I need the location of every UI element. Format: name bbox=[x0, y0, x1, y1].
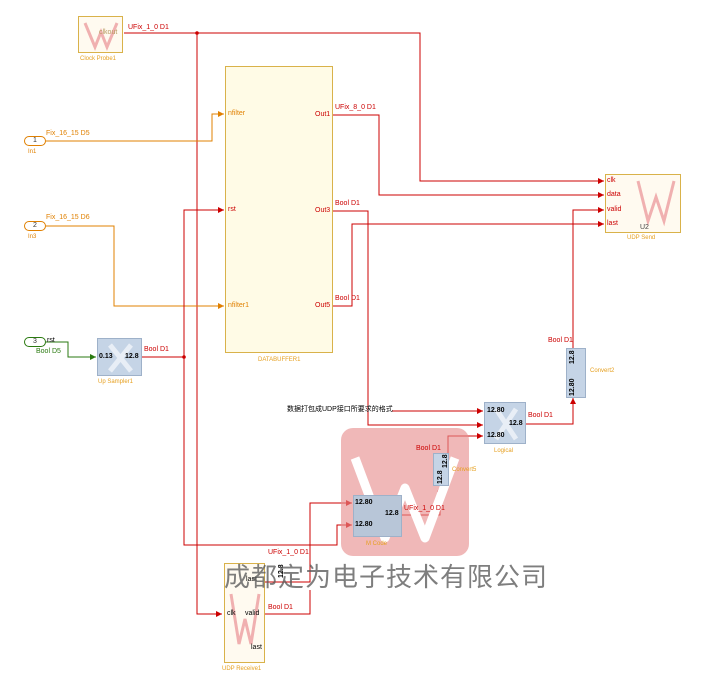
wire-out5-to-last bbox=[333, 221, 604, 307]
udp-send-id: U2 bbox=[640, 224, 649, 231]
logical-signal-label: Bool D1 bbox=[528, 412, 553, 419]
annotation-text: 数据打包成UDP接口所要求的格式 bbox=[287, 406, 393, 413]
udp-send-in-valid: valid bbox=[607, 206, 622, 213]
databuffer-name: DATABUFFER1 bbox=[258, 357, 301, 363]
convert5-in-rate: 12.8 bbox=[437, 470, 444, 484]
inport-1-type: Fix_16_15 D5 bbox=[46, 130, 90, 137]
inport-2-type: Fix_16_15 D6 bbox=[46, 214, 90, 221]
logical-name: Logical bbox=[494, 448, 514, 454]
wire-udprx-to-mcode bbox=[265, 500, 352, 583]
databuffer-in-rst: rst bbox=[228, 206, 236, 213]
databuffer-in-nfilter1: nfilter1 bbox=[228, 302, 250, 309]
inport-3-type: Bool D5 bbox=[36, 348, 61, 355]
convert5-block[interactable] bbox=[433, 453, 449, 486]
logical-out-rate: 12.8 bbox=[509, 420, 523, 427]
out3-signal-label: Bool D1 bbox=[335, 200, 360, 207]
wire-convert2-to-valid bbox=[572, 207, 604, 363]
wire-in1-to-nfilter bbox=[46, 111, 224, 142]
mcode-block[interactable] bbox=[353, 495, 402, 537]
udp-send-in-last: last bbox=[607, 220, 618, 227]
mcode-name: M Code bbox=[366, 541, 388, 547]
inport-2-name: In3 bbox=[28, 234, 37, 240]
udp-receive-name: UDP Receive1 bbox=[222, 666, 262, 672]
clock-signal-label: UFix_1_0 D1 bbox=[128, 24, 169, 31]
databuffer-in-nfilter: nfilter bbox=[228, 110, 246, 117]
company-watermark-text: 成都定为电子技术有限公司 bbox=[224, 563, 549, 593]
inport-1[interactable]: 1 bbox=[24, 136, 46, 146]
inport-2[interactable]: 2 bbox=[24, 221, 46, 231]
wire-out3-to-logical bbox=[333, 210, 483, 428]
out1-signal-label: UFix_8_0 D1 bbox=[335, 104, 376, 111]
wire-clock-spine bbox=[196, 33, 222, 617]
udp-receive-block[interactable] bbox=[224, 563, 265, 663]
wire-udprx-valid bbox=[265, 590, 311, 615]
convert5-signal-label: Bool D1 bbox=[416, 445, 441, 452]
inport-3[interactable]: 3 bbox=[24, 337, 46, 347]
udp-receive-out-valid: valid bbox=[245, 610, 260, 617]
wire-upsampler-to-mcode bbox=[183, 357, 352, 546]
udp-receive-in-clk: clk bbox=[227, 610, 236, 617]
logical-in-rate-a: 12.80 bbox=[487, 407, 505, 414]
udp-send-in-data: data bbox=[607, 191, 621, 198]
xilinx-x-icon bbox=[493, 407, 519, 441]
xilinx-logo-icon bbox=[229, 593, 261, 645]
databuffer-out1: Out1 bbox=[315, 111, 331, 118]
up-sampler-in-rate: 0.13 bbox=[99, 353, 113, 360]
wire-upsampler-to-rst bbox=[142, 207, 224, 358]
mcode-signal-label: UFix_1_0 D1 bbox=[404, 505, 445, 512]
logical-in-rate-b: 12.80 bbox=[487, 432, 505, 439]
udp-send-in-clk: clk bbox=[607, 177, 616, 184]
databuffer-out5: Out5 bbox=[315, 302, 331, 309]
wire-clock-to-udp-clk bbox=[124, 32, 604, 184]
xilinx-logo-icon bbox=[636, 180, 676, 227]
databuffer-block[interactable] bbox=[225, 66, 333, 353]
udp-send-name: UDP Send bbox=[627, 235, 656, 241]
xilinx-x-icon bbox=[108, 343, 133, 373]
udp-receive-out-last: last bbox=[246, 576, 257, 583]
convert5-out-rate: 12.8 bbox=[442, 454, 449, 468]
convert2-out-rate: 12.8 bbox=[569, 350, 576, 364]
udp-receive-top-signal-label: UFix_1_0 D1 bbox=[268, 549, 309, 556]
out5-signal-label: Bool D1 bbox=[335, 295, 360, 302]
clock-probe-name: Clock Probe1 bbox=[80, 56, 117, 62]
mcode-in-rate-b: 12.80 bbox=[355, 521, 373, 528]
wire-rst-to-upsampler bbox=[46, 341, 96, 360]
udp-receive-out-last2: last bbox=[251, 644, 262, 651]
clock-probe-block[interactable] bbox=[78, 16, 123, 53]
logical-block[interactable] bbox=[484, 402, 526, 444]
udp-receive-valid-signal-label: Bool D1 bbox=[268, 604, 293, 611]
mcode-in-rate-a: 12.80 bbox=[355, 499, 373, 506]
junction-dot bbox=[182, 355, 186, 359]
up-sampler-name: Up Sampler1 bbox=[98, 379, 134, 385]
udp-send-block[interactable] bbox=[605, 174, 681, 233]
convert2-signal-label: Bool D1 bbox=[548, 337, 573, 344]
convert2-in-rate: 12.80 bbox=[569, 378, 576, 396]
databuffer-out3: Out3 bbox=[315, 207, 331, 214]
junction-dot bbox=[195, 31, 199, 35]
convert2-block[interactable] bbox=[566, 348, 586, 398]
convert5-name: Convert5 bbox=[452, 467, 477, 473]
convert2-name: Convert2 bbox=[590, 368, 615, 374]
wire-out1-to-data bbox=[333, 114, 604, 198]
clock-probe-port-clkout: clkout bbox=[99, 29, 118, 36]
up-sampler-out-rate: 12.8 bbox=[125, 353, 139, 360]
mcode-out-rate: 12.8 bbox=[385, 510, 399, 517]
inport-3-name: rst bbox=[47, 337, 55, 344]
wire-in3-to-nfilter1 bbox=[46, 225, 224, 309]
wire-logical-to-convert2 bbox=[526, 398, 576, 425]
up-sampler-block[interactable] bbox=[97, 338, 142, 376]
up-sampler-signal-label: Bool D1 bbox=[144, 346, 169, 353]
inport-1-name: In1 bbox=[28, 149, 37, 155]
xilinx-logo-icon bbox=[83, 22, 119, 51]
